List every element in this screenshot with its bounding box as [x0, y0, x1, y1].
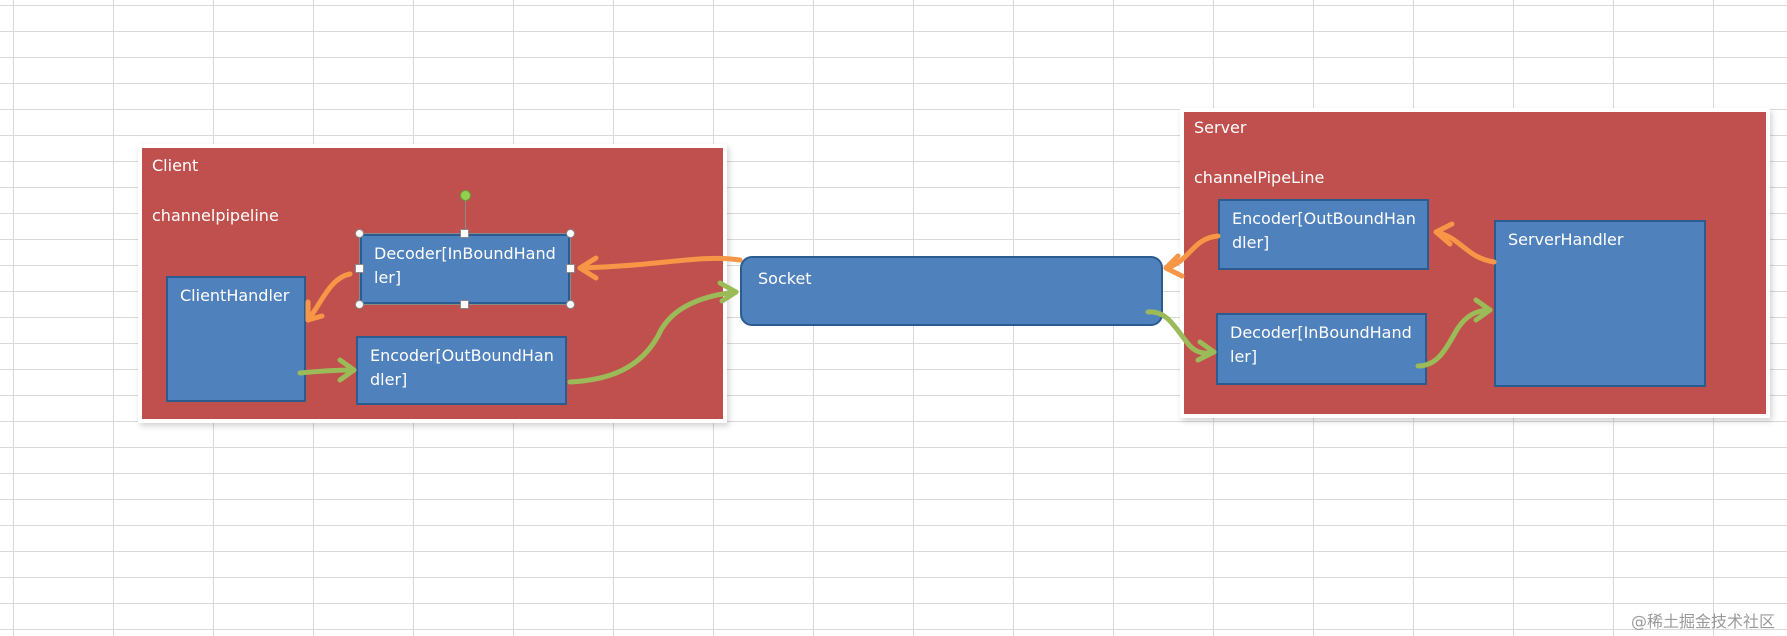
resize-handle-se[interactable] — [566, 300, 575, 309]
resize-handle-e[interactable] — [566, 264, 575, 273]
client-encoder-label: Encoder[OutBoundHandler] — [370, 346, 554, 389]
server-title: Server — [1194, 118, 1247, 137]
server-handler-box[interactable]: ServerHandler — [1494, 220, 1706, 387]
client-handler-label: ClientHandler — [180, 286, 290, 305]
resize-handle-w[interactable] — [355, 264, 364, 273]
client-encoder-box[interactable]: Encoder[OutBoundHandler] — [356, 336, 567, 405]
rotation-stem — [465, 200, 466, 234]
server-encoder-label: Encoder[OutBoundHandler] — [1232, 209, 1416, 252]
rotation-handle[interactable] — [460, 190, 471, 201]
selection-frame — [359, 233, 571, 305]
socket-label: Socket — [758, 269, 812, 288]
client-title: Client — [152, 156, 199, 175]
server-encoder-box[interactable]: Encoder[OutBoundHandler] — [1218, 199, 1429, 270]
client-pipeline-label: channelpipeline — [152, 206, 279, 225]
arrowhead-socket-right — [1163, 253, 1185, 279]
server-decoder-label: Decoder[InBoundHandler] — [1230, 323, 1412, 366]
resize-handle-nw[interactable] — [355, 229, 364, 238]
resize-handle-n[interactable] — [460, 229, 469, 238]
resize-handle-s[interactable] — [460, 300, 469, 309]
client-handler-box[interactable]: ClientHandler — [166, 276, 306, 402]
resize-handle-sw[interactable] — [355, 300, 364, 309]
client-decoder-label: Decoder[InBoundHandler] — [374, 244, 556, 287]
socket-box[interactable]: Socket — [740, 256, 1163, 326]
watermark: @稀土掘金技术社区 — [1630, 612, 1775, 631]
server-decoder-box[interactable]: Decoder[InBoundHandler] — [1216, 313, 1427, 385]
server-pipeline-label: channelPipeLine — [1194, 168, 1325, 187]
resize-handle-ne[interactable] — [566, 229, 575, 238]
server-handler-label: ServerHandler — [1508, 230, 1624, 249]
